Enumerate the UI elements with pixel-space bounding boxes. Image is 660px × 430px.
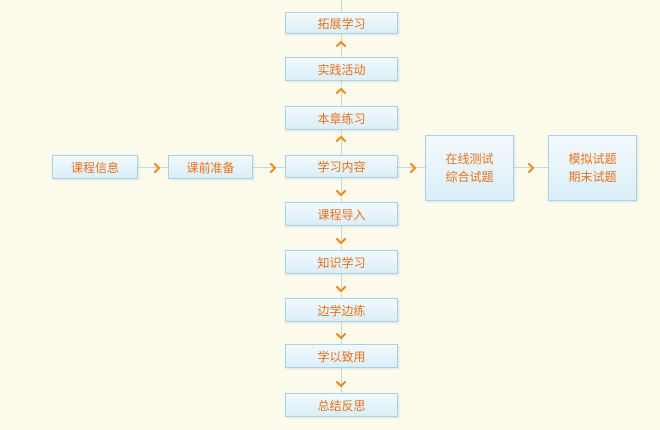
node-practice-activity[interactable]: 实践活动 bbox=[285, 57, 398, 81]
connector-line bbox=[341, 81, 342, 106]
online-test-label: 在线测试 bbox=[445, 152, 494, 166]
arrow-right-icon bbox=[269, 163, 277, 173]
arrow-up-icon bbox=[336, 135, 346, 143]
node-course-info[interactable]: 课程信息 bbox=[52, 155, 138, 179]
node-chapter-exercise[interactable]: 本章练习 bbox=[285, 106, 398, 130]
connector-line bbox=[341, 34, 342, 57]
node-course-intro[interactable]: 课程导入 bbox=[285, 202, 398, 226]
arrow-down-icon bbox=[336, 332, 346, 340]
arrow-right-icon bbox=[527, 163, 535, 173]
arrow-down-icon bbox=[336, 285, 346, 293]
node-summary-reflection[interactable]: 总结反思 bbox=[285, 393, 398, 417]
arrow-down-icon bbox=[336, 380, 346, 388]
arrow-up-icon bbox=[336, 87, 346, 95]
node-pre-class-prep[interactable]: 课前准备 bbox=[168, 155, 253, 179]
arrow-up-icon bbox=[336, 40, 346, 48]
arrow-right-icon bbox=[153, 163, 161, 173]
connector-line bbox=[253, 167, 285, 168]
node-knowledge-learning[interactable]: 知识学习 bbox=[285, 250, 398, 274]
connector-line bbox=[138, 167, 168, 168]
comprehensive-test-label: 综合试题 bbox=[445, 170, 494, 184]
connector-line bbox=[341, 226, 342, 250]
node-expand-learning[interactable]: 拓展学习 bbox=[285, 12, 398, 34]
connector-line bbox=[398, 167, 425, 168]
arrow-right-icon bbox=[409, 163, 417, 173]
mock-test-label: 模拟试题 bbox=[568, 152, 617, 166]
final-test-label: 期末试题 bbox=[568, 170, 617, 184]
connector-line bbox=[341, 130, 342, 155]
connector-line bbox=[341, 322, 342, 344]
node-learning-content[interactable]: 学习内容 bbox=[285, 155, 398, 178]
connector-line bbox=[341, 0, 342, 12]
connector-line bbox=[341, 274, 342, 298]
connector-line bbox=[341, 368, 342, 393]
node-mock-final-test[interactable]: 模拟试题 期末试题 bbox=[548, 135, 637, 201]
arrow-down-icon bbox=[336, 189, 346, 197]
node-learn-and-practice[interactable]: 边学边练 bbox=[285, 298, 398, 322]
connector-line bbox=[341, 178, 342, 202]
node-apply-learning[interactable]: 学以致用 bbox=[285, 344, 398, 368]
arrow-down-icon bbox=[336, 237, 346, 245]
node-online-test[interactable]: 在线测试 综合试题 bbox=[425, 135, 514, 201]
